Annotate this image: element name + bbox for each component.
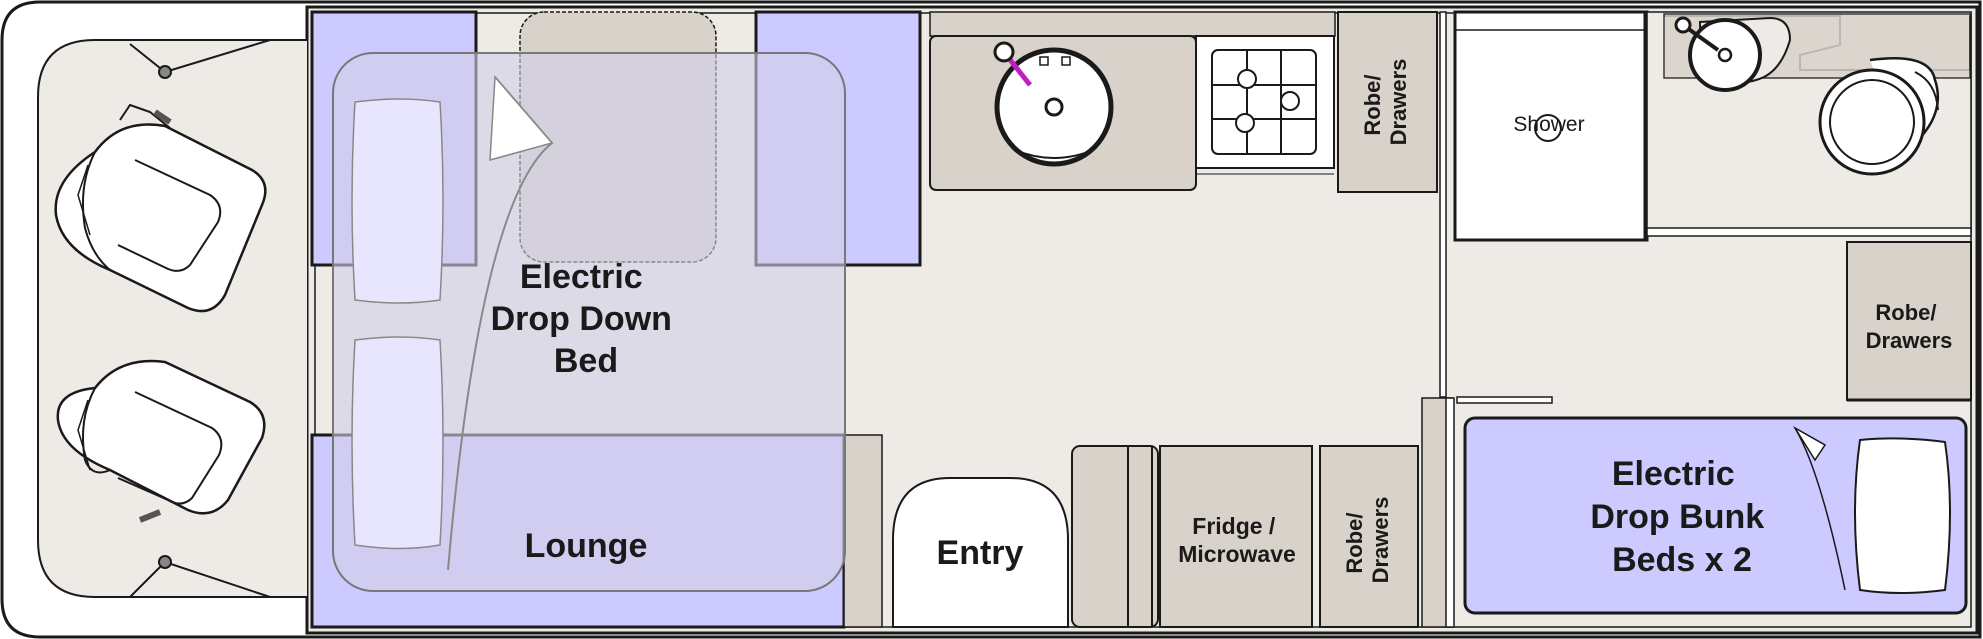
drop-bed-line-2: Drop Down (491, 300, 672, 338)
fridge-line-1: Fridge / (1192, 513, 1276, 539)
drop-bunk-beds: Electric Drop Bunk Beds x 2 (1456, 396, 1968, 615)
svg-text:Robe/ Drawers: Robe/ Drawers (1360, 59, 1411, 146)
lounge-label: Lounge (525, 527, 648, 565)
robe-drawers-top: Robe/ Drawers (1337, 11, 1438, 193)
drop-down-bed: Electric Drop Down Bed Lounge (332, 52, 846, 592)
cooktop-icon (1195, 35, 1335, 175)
passenger-seat-icon (56, 359, 266, 515)
toilet-icon (1818, 56, 1940, 176)
entry: Entry (892, 477, 1069, 628)
sink-icon (993, 41, 1114, 167)
lower-cabinets: Fridge / Microwave Robe/ Drawers (1071, 445, 1419, 628)
svg-text:Robe/ Drawers: Robe/ Drawers (1866, 300, 1953, 353)
cab-area (37, 39, 307, 598)
robe-drawers-bottom (1319, 445, 1419, 628)
fridge-microwave (1159, 445, 1313, 628)
shower-label: Shower (1513, 113, 1584, 136)
entry-label: Entry (937, 534, 1024, 572)
bunk-line-1: Electric (1612, 455, 1735, 493)
shower-drain-icon (1534, 114, 1562, 142)
pillow-icon (351, 336, 444, 550)
robe-right-line-1: Robe/ (1875, 300, 1936, 325)
svg-text:Robe/ Drawers: Robe/ Drawers (1342, 497, 1393, 584)
kitchen (929, 11, 1336, 191)
robe-top-line-2: Drawers (1386, 59, 1411, 146)
svg-text:Fridge / Microwave: Fridge / Microwave (1178, 513, 1296, 567)
drop-bed-line-1: Electric (520, 258, 643, 296)
robe-bottom-line-1: Robe/ (1342, 513, 1367, 574)
robe-top-line-1: Robe/ (1360, 75, 1385, 136)
pillow-icon (351, 98, 444, 304)
svg-text:Electric Drop Bunk: Electric Drop Bunk Beds x 2 (1590, 455, 1773, 579)
robe-drawers-right: Robe/ Drawers (1846, 241, 1972, 402)
partition-wall (1421, 11, 1455, 628)
bathroom: Shower (1453, 10, 1972, 242)
pillow-icon (1854, 437, 1951, 594)
basin-icon (1674, 16, 1792, 92)
driver-seat-icon (54, 103, 267, 313)
bunk-line-2: Drop Bunk (1590, 498, 1764, 536)
drop-bed-line-3: Bed (554, 342, 618, 380)
bunk-line-3: Beds x 2 (1612, 541, 1752, 579)
robe-right-line-2: Drawers (1866, 328, 1953, 353)
robe-bottom-line-2: Drawers (1368, 497, 1393, 584)
fridge-line-2: Microwave (1178, 541, 1296, 567)
seatbelt-icon (129, 39, 271, 598)
drop-bed-label: Electric Drop Down Bed (491, 258, 682, 380)
